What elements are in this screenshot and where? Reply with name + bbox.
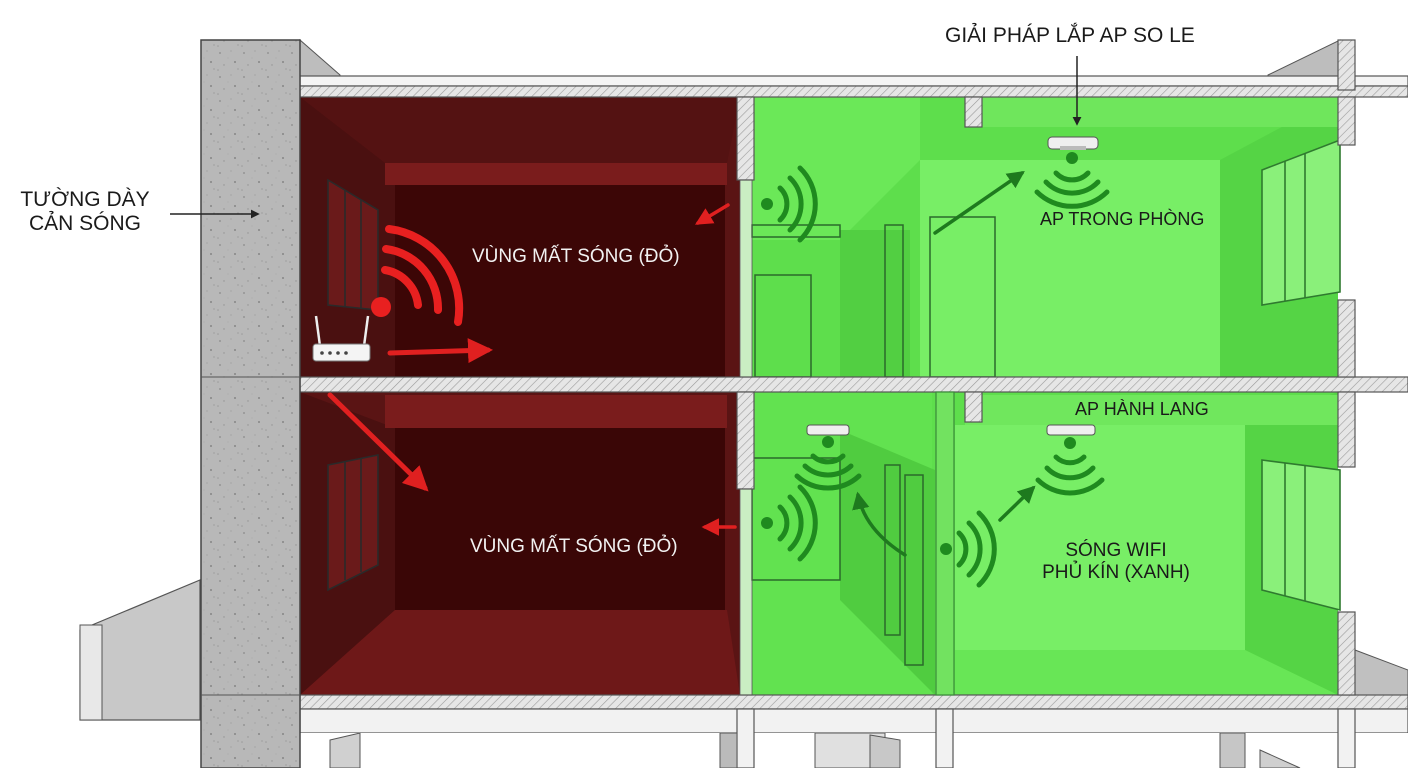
arrow-icon (933, 171, 1025, 235)
ap-hallway-label: AP HÀNH LANG (1075, 399, 1209, 419)
coverage-label: SÓNG WIFI PHỦ KÍN (XANH) (1028, 540, 1204, 584)
window-icon (1261, 459, 1341, 612)
annotation-arrows (170, 56, 1082, 219)
arrow-icon (694, 203, 730, 225)
red-arrows (327, 203, 737, 536)
arrow-icon (998, 485, 1036, 522)
windows (327, 138, 1341, 612)
staggered-ap-title: GIẢI PHÁP LẮP AP SO LE (945, 24, 1195, 47)
coverage-label-line1: SÓNG WIFI (1065, 540, 1167, 561)
ap-in-room-label: AP TRONG PHÒNG (1040, 209, 1205, 229)
dead-zone-lower-label: VÙNG MẤT SÓNG (ĐỎ) (470, 536, 678, 557)
coverage-label-line2: PHỦ KÍN (XANH) (1042, 561, 1190, 583)
thick-wall-label-line1: TƯỜNG DÀY (20, 188, 150, 211)
ground-floor (329, 732, 1301, 769)
router-icon (312, 315, 371, 362)
wifi-signal-icon (940, 510, 997, 588)
wifi-signal-icon (1034, 152, 1110, 209)
interior-walls (736, 39, 1356, 769)
window-icon (1261, 138, 1341, 306)
wifi-signal-icon (794, 436, 862, 491)
wifi-signal-icon (761, 165, 818, 243)
wifi-signal-icon (371, 225, 464, 326)
window-icon (327, 454, 379, 592)
door-icon (904, 474, 924, 666)
thick-concrete-wall (200, 39, 301, 769)
access-point-icon (1047, 136, 1099, 150)
access-point-icon (1046, 424, 1096, 436)
arrow-icon (852, 491, 907, 557)
dead-zone-upper-label: VÙNG MẤT SÓNG (ĐỎ) (472, 246, 680, 267)
wifi-signal-icon (1035, 437, 1105, 496)
arrow-icon (387, 338, 493, 364)
thick-wall-label-line2: CẢN SÓNG (28, 212, 141, 236)
green-arrows (852, 171, 1036, 557)
wifi-signal-icon (761, 484, 818, 562)
thick-wall-label: TƯỜNG DÀY CẢN SÓNG (14, 188, 156, 236)
arrow-icon (327, 392, 429, 492)
access-point-icon (806, 424, 850, 436)
